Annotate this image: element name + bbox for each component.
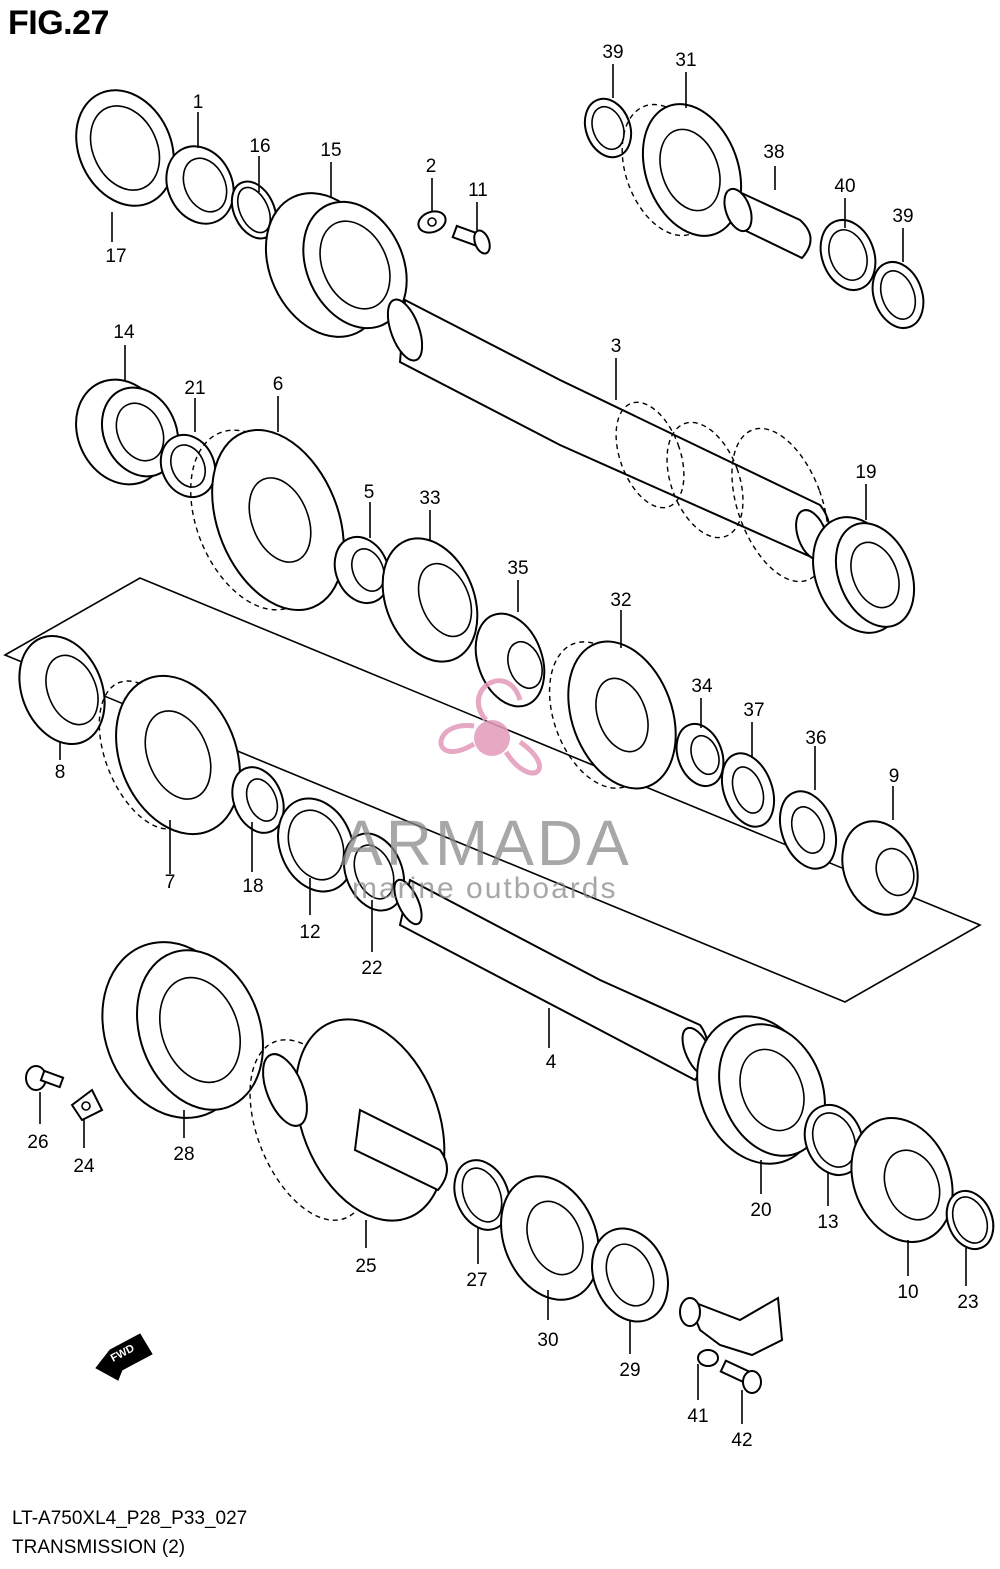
part-30-bearing[interactable] <box>483 1161 616 1314</box>
part-25-output-gear[interactable] <box>226 997 472 1243</box>
callout-10[interactable]: 10 <box>897 1282 918 1303</box>
part-18-bushing[interactable] <box>223 759 293 840</box>
figure-name: TRANSMISSION (2) <box>12 1537 186 1558</box>
part-32-gear[interactable] <box>531 626 695 803</box>
watermark-brand: ARMADA <box>340 807 632 879</box>
callout-25[interactable]: 25 <box>355 1256 376 1277</box>
callout-11[interactable]: 11 <box>468 180 488 201</box>
callout-35[interactable]: 35 <box>507 558 528 579</box>
callout-29[interactable]: 29 <box>619 1360 640 1381</box>
part-22-washer[interactable] <box>333 824 415 919</box>
callout-7[interactable]: 7 <box>165 872 176 893</box>
callout-4[interactable]: 4 <box>546 1052 557 1073</box>
callout-14[interactable]: 14 <box>113 322 135 343</box>
callout-39-upper[interactable]: 39 <box>602 42 623 63</box>
callout-21[interactable]: 21 <box>184 378 205 399</box>
callout-6[interactable]: 6 <box>273 374 284 395</box>
callout-39-lower[interactable]: 39 <box>892 206 913 227</box>
callout-9[interactable]: 9 <box>889 766 900 787</box>
part-2-lock-plate[interactable] <box>415 208 448 236</box>
part-6-gear[interactable] <box>166 410 369 629</box>
callout-27[interactable]: 27 <box>466 1270 487 1291</box>
part-19-bearing[interactable] <box>797 504 929 647</box>
callout-32[interactable]: 32 <box>610 590 631 611</box>
figure-title: FIG.27 <box>8 4 109 42</box>
part-20-bearing[interactable] <box>676 998 844 1182</box>
part-13-ring[interactable] <box>795 1096 874 1184</box>
part-40-needle-bearing[interactable] <box>811 212 884 297</box>
part-11-bolt[interactable] <box>451 224 493 256</box>
callout-15[interactable]: 15 <box>320 140 341 161</box>
leader-lines <box>39 64 967 1424</box>
part-7-gear[interactable] <box>80 657 263 853</box>
part-12-washer[interactable] <box>265 787 368 903</box>
part-15-bearing[interactable] <box>243 174 426 356</box>
callout-38[interactable]: 38 <box>763 142 784 163</box>
callout-13[interactable]: 13 <box>817 1212 838 1233</box>
callout-41[interactable]: 41 <box>687 1406 708 1427</box>
callout-23[interactable]: 23 <box>957 1292 978 1313</box>
part-39-washer-lower[interactable] <box>864 255 932 335</box>
part-24-plate[interactable] <box>70 1088 104 1122</box>
callout-34[interactable]: 34 <box>691 676 713 697</box>
callout-42[interactable]: 42 <box>731 1430 752 1451</box>
callout-17[interactable]: 17 <box>105 246 126 267</box>
callout-33[interactable]: 33 <box>419 488 440 509</box>
part-42-bolt[interactable] <box>719 1359 762 1394</box>
callout-28[interactable]: 28 <box>173 1144 194 1165</box>
callout-30[interactable]: 30 <box>537 1330 558 1351</box>
callout-20[interactable]: 20 <box>750 1200 771 1221</box>
part-1-bushing[interactable] <box>154 135 246 235</box>
callout-8[interactable]: 8 <box>55 762 66 783</box>
callout-22[interactable]: 22 <box>361 958 382 979</box>
callout-37[interactable]: 37 <box>743 700 764 721</box>
callout-36[interactable]: 36 <box>805 728 826 749</box>
part-9-gear[interactable] <box>830 811 930 926</box>
callout-26[interactable]: 26 <box>27 1132 48 1153</box>
part-41-speed-sensor[interactable] <box>679 1296 784 1367</box>
part-26-bolt[interactable] <box>25 1065 65 1091</box>
callout-16[interactable]: 16 <box>249 136 270 157</box>
part-38-sleeve[interactable] <box>719 185 812 260</box>
part-17-oil-seal[interactable] <box>58 74 192 222</box>
watermark-tagline: marine outboards <box>352 872 618 905</box>
part-4-driveshaft[interactable] <box>389 876 720 1082</box>
part-28-bearing[interactable] <box>78 921 284 1138</box>
subassembly-frame <box>3 577 982 1003</box>
callout-labels: 1 2 3 4 5 6 7 8 9 10 11 12 13 14 15 16 1… <box>27 42 978 1451</box>
figure-code: LT-A750XL4_P28_P33_027 <box>12 1508 248 1529</box>
callout-2[interactable]: 2 <box>426 156 437 177</box>
part-8-gear-sleeve[interactable] <box>4 623 120 757</box>
part-36-lock-washer[interactable] <box>770 784 846 877</box>
part-27-ring[interactable] <box>444 1152 519 1238</box>
callout-31[interactable]: 31 <box>675 50 696 71</box>
part-21-washer[interactable] <box>151 426 225 506</box>
part-14-bearing[interactable] <box>59 364 192 499</box>
part-10-gear[interactable] <box>834 1103 971 1258</box>
part-39-washer-upper[interactable] <box>577 92 639 163</box>
watermark-logo-icon <box>438 678 542 776</box>
forward-direction-arrow: FWD <box>95 1333 153 1381</box>
callout-40[interactable]: 40 <box>834 176 855 197</box>
part-23-circlip[interactable] <box>938 1184 1000 1256</box>
callout-24[interactable]: 24 <box>73 1156 95 1177</box>
callout-3[interactable]: 3 <box>611 336 622 357</box>
part-31-gear[interactable] <box>605 90 758 249</box>
callout-18[interactable]: 18 <box>242 876 263 897</box>
part-29-oil-seal[interactable] <box>579 1217 682 1333</box>
callout-12[interactable]: 12 <box>299 922 320 943</box>
callout-5[interactable]: 5 <box>364 482 375 503</box>
callout-1[interactable]: 1 <box>193 92 204 113</box>
part-34-bushing[interactable] <box>668 717 731 792</box>
callout-19[interactable]: 19 <box>855 462 876 483</box>
part-33-gear-sleeve[interactable] <box>365 524 495 676</box>
part-37-lock-washer[interactable] <box>712 746 783 834</box>
